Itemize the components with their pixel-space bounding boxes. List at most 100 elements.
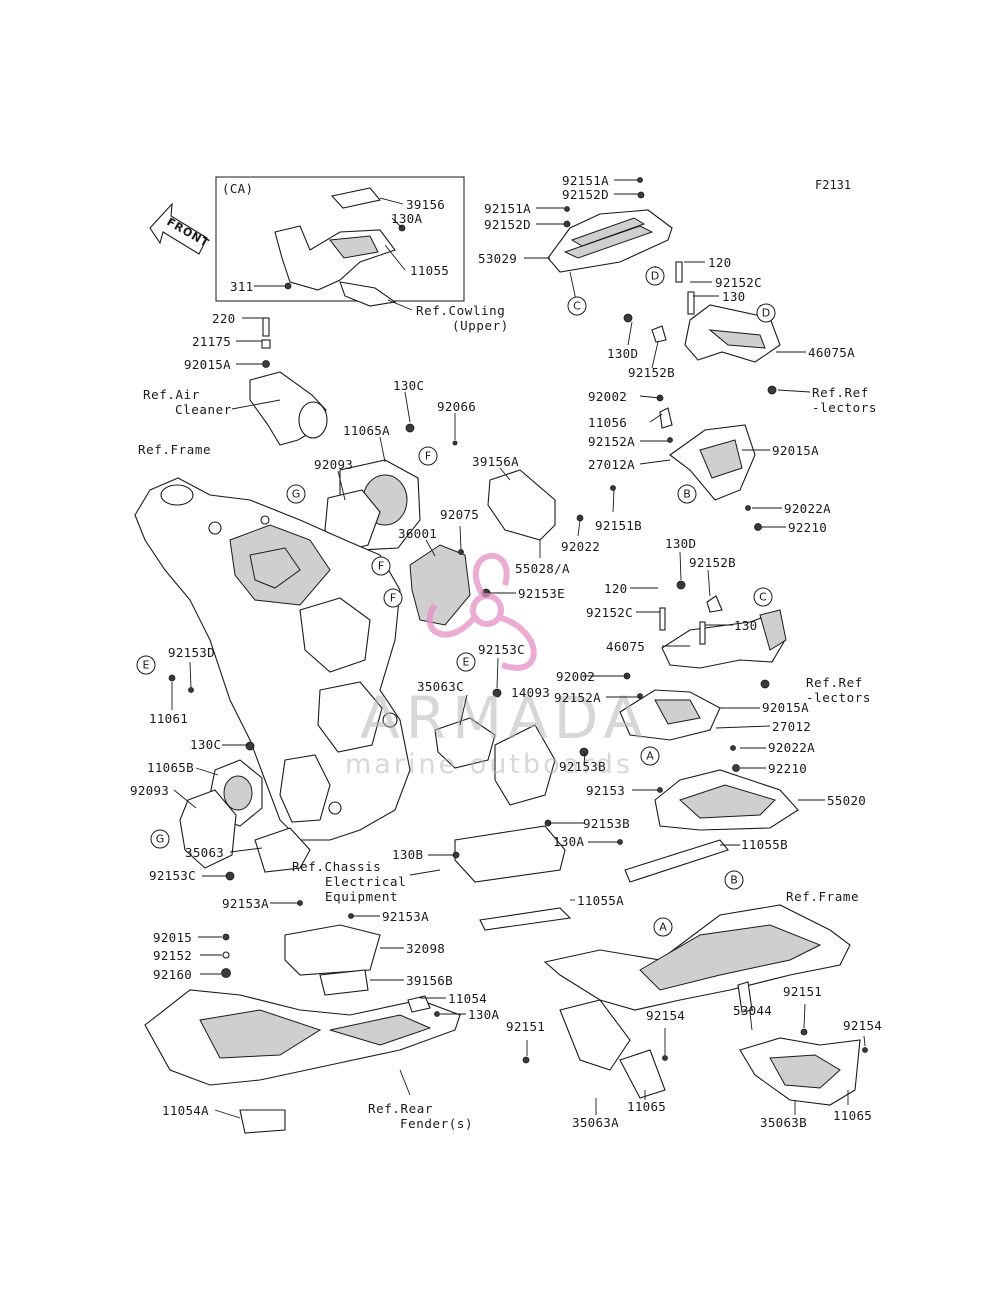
callout-92210-b: 92210 (768, 761, 807, 776)
callout-92153C-b: 92153C (149, 868, 196, 883)
callout-92151-l: 92151 (506, 1019, 545, 1034)
svg-text:A: A (659, 921, 667, 934)
callout-92015A-r: 92015A (772, 443, 819, 458)
callout-46075A: 46075A (808, 345, 855, 360)
callout-55028A: 55028/A (515, 561, 570, 576)
callout-39156A: 39156A (472, 454, 519, 469)
marker-E-mid: E (456, 652, 476, 672)
callout-92153E: 92153E (518, 586, 565, 601)
plate-36001 (409, 469, 616, 626)
callout-14093: 14093 (511, 685, 550, 700)
marker-D-right: D (756, 303, 776, 323)
callout-11065-r: 11065 (833, 1108, 872, 1123)
callout-130A-b: 130A (553, 834, 584, 849)
circle-markers: D C D B C A G F F F E E G B A (136, 266, 776, 937)
watermark: ARMADA marine outboards (345, 552, 649, 780)
callout-92152D-mid: 92152D (484, 217, 531, 232)
ref-air-1: Ref.Air (143, 387, 200, 402)
callout-130C-b: 130C (190, 737, 221, 752)
bracket-46075A (623, 261, 781, 395)
marker-A-bottom: A (653, 917, 673, 937)
callout-92160: 92160 (153, 967, 192, 982)
callout-11065B: 11065B (147, 760, 194, 775)
svg-text:B: B (730, 874, 738, 887)
callout-53029: 53029 (478, 251, 517, 266)
callout-11065-l: 11065 (627, 1099, 666, 1114)
callout-32098: 32098 (406, 941, 445, 956)
callout-92002-b: 92002 (556, 669, 595, 684)
undertray (144, 900, 461, 1134)
callout-11055A: 11055A (577, 893, 624, 908)
svg-text:F: F (378, 560, 384, 573)
front-direction-arrow: FRONT (149, 202, 212, 255)
callout-21175: 21175 (192, 334, 231, 349)
svg-text:C: C (573, 300, 581, 313)
callout-35063C: 35063C (417, 679, 464, 694)
callout-130A-c: 130A (468, 1007, 499, 1022)
callout-35063: 35063 (185, 845, 224, 860)
callout-11061: 11061 (149, 711, 188, 726)
callout-92151-r: 92151 (783, 984, 822, 999)
callout-92153-a: 92153 (586, 783, 625, 798)
svg-text:B: B (683, 488, 691, 501)
callout-311: 311 (230, 279, 253, 294)
callout-39156: 39156 (406, 197, 445, 212)
svg-text:E: E (143, 659, 150, 672)
ref-cowling-1: Ref.Cowling (416, 303, 505, 318)
ref-reflectors-b2: -lectors (806, 690, 871, 705)
svg-text:D: D (762, 307, 770, 320)
callout-92151A-top: 92151A (562, 173, 609, 188)
ref-frame-bottom: Ref.Frame (786, 889, 859, 904)
callout-92151B: 92151B (595, 518, 642, 533)
callout-11054A: 11054A (162, 1103, 209, 1118)
callout-92066: 92066 (437, 399, 476, 414)
ref-reflectors-b1: Ref.Ref (806, 675, 863, 690)
callout-92152B-a: 92152B (628, 365, 675, 380)
bracket-27012A (656, 394, 762, 531)
callout-92022: 92022 (561, 539, 600, 554)
callout-130D-b: 130D (665, 536, 696, 551)
callout-92002-a: 92002 (588, 389, 627, 404)
ref-cowling-2: (Upper) (452, 318, 509, 333)
bracket-46075 (659, 580, 787, 689)
callout-92210-a: 92210 (788, 520, 827, 535)
callout-53044: 53044 (733, 1003, 772, 1018)
marker-E-left: E (136, 655, 156, 675)
callout-92075: 92075 (440, 507, 479, 522)
marker-D-top: D (645, 266, 665, 286)
callout-92152B-b: 92152B (689, 555, 736, 570)
callout-130B: 130B (392, 847, 423, 862)
callout-92153A-r: 92153A (382, 909, 429, 924)
marker-F-1: F (418, 446, 438, 466)
callout-92152C-a: 92152C (715, 275, 762, 290)
callout-92093-a: 92093 (314, 457, 353, 472)
callout-46075: 46075 (606, 639, 645, 654)
watermark-blade-3 (426, 603, 477, 638)
callout-27012A: 27012A (588, 457, 635, 472)
watermark-title: ARMADA (360, 684, 649, 752)
ref-chassis-1: Ref.Chassis (292, 859, 381, 874)
ref-chassis-3: Equipment (325, 889, 398, 904)
svg-text:E: E (463, 656, 470, 669)
ref-rear-fender-2: Fender(s) (400, 1116, 473, 1131)
ref-chassis-2: Electrical (325, 874, 406, 889)
watermark-blade-1 (472, 552, 510, 596)
callout-92152: 92152 (153, 948, 192, 963)
callout-11056: 11056 (588, 415, 627, 430)
callout-35063A: 35063A (572, 1115, 619, 1130)
marker-B-bottom: B (724, 870, 744, 890)
svg-text:F: F (390, 592, 396, 605)
main-frame (134, 477, 411, 841)
callout-92015A-l: 92015A (184, 357, 231, 372)
callout-92152A-b: 92152A (554, 690, 601, 705)
callout-55020: 55020 (827, 793, 866, 808)
callout-35063B: 35063B (760, 1115, 807, 1130)
callout-92152C-b: 92152C (586, 605, 633, 620)
callout-92022A-a: 92022A (784, 501, 831, 516)
callout-92015A-b: 92015A (762, 700, 809, 715)
bolt-11061 (168, 674, 176, 682)
callout-92093-b: 92093 (130, 783, 169, 798)
callout-92153A-l: 92153A (222, 896, 269, 911)
footrest-plate-53029 (547, 177, 673, 273)
